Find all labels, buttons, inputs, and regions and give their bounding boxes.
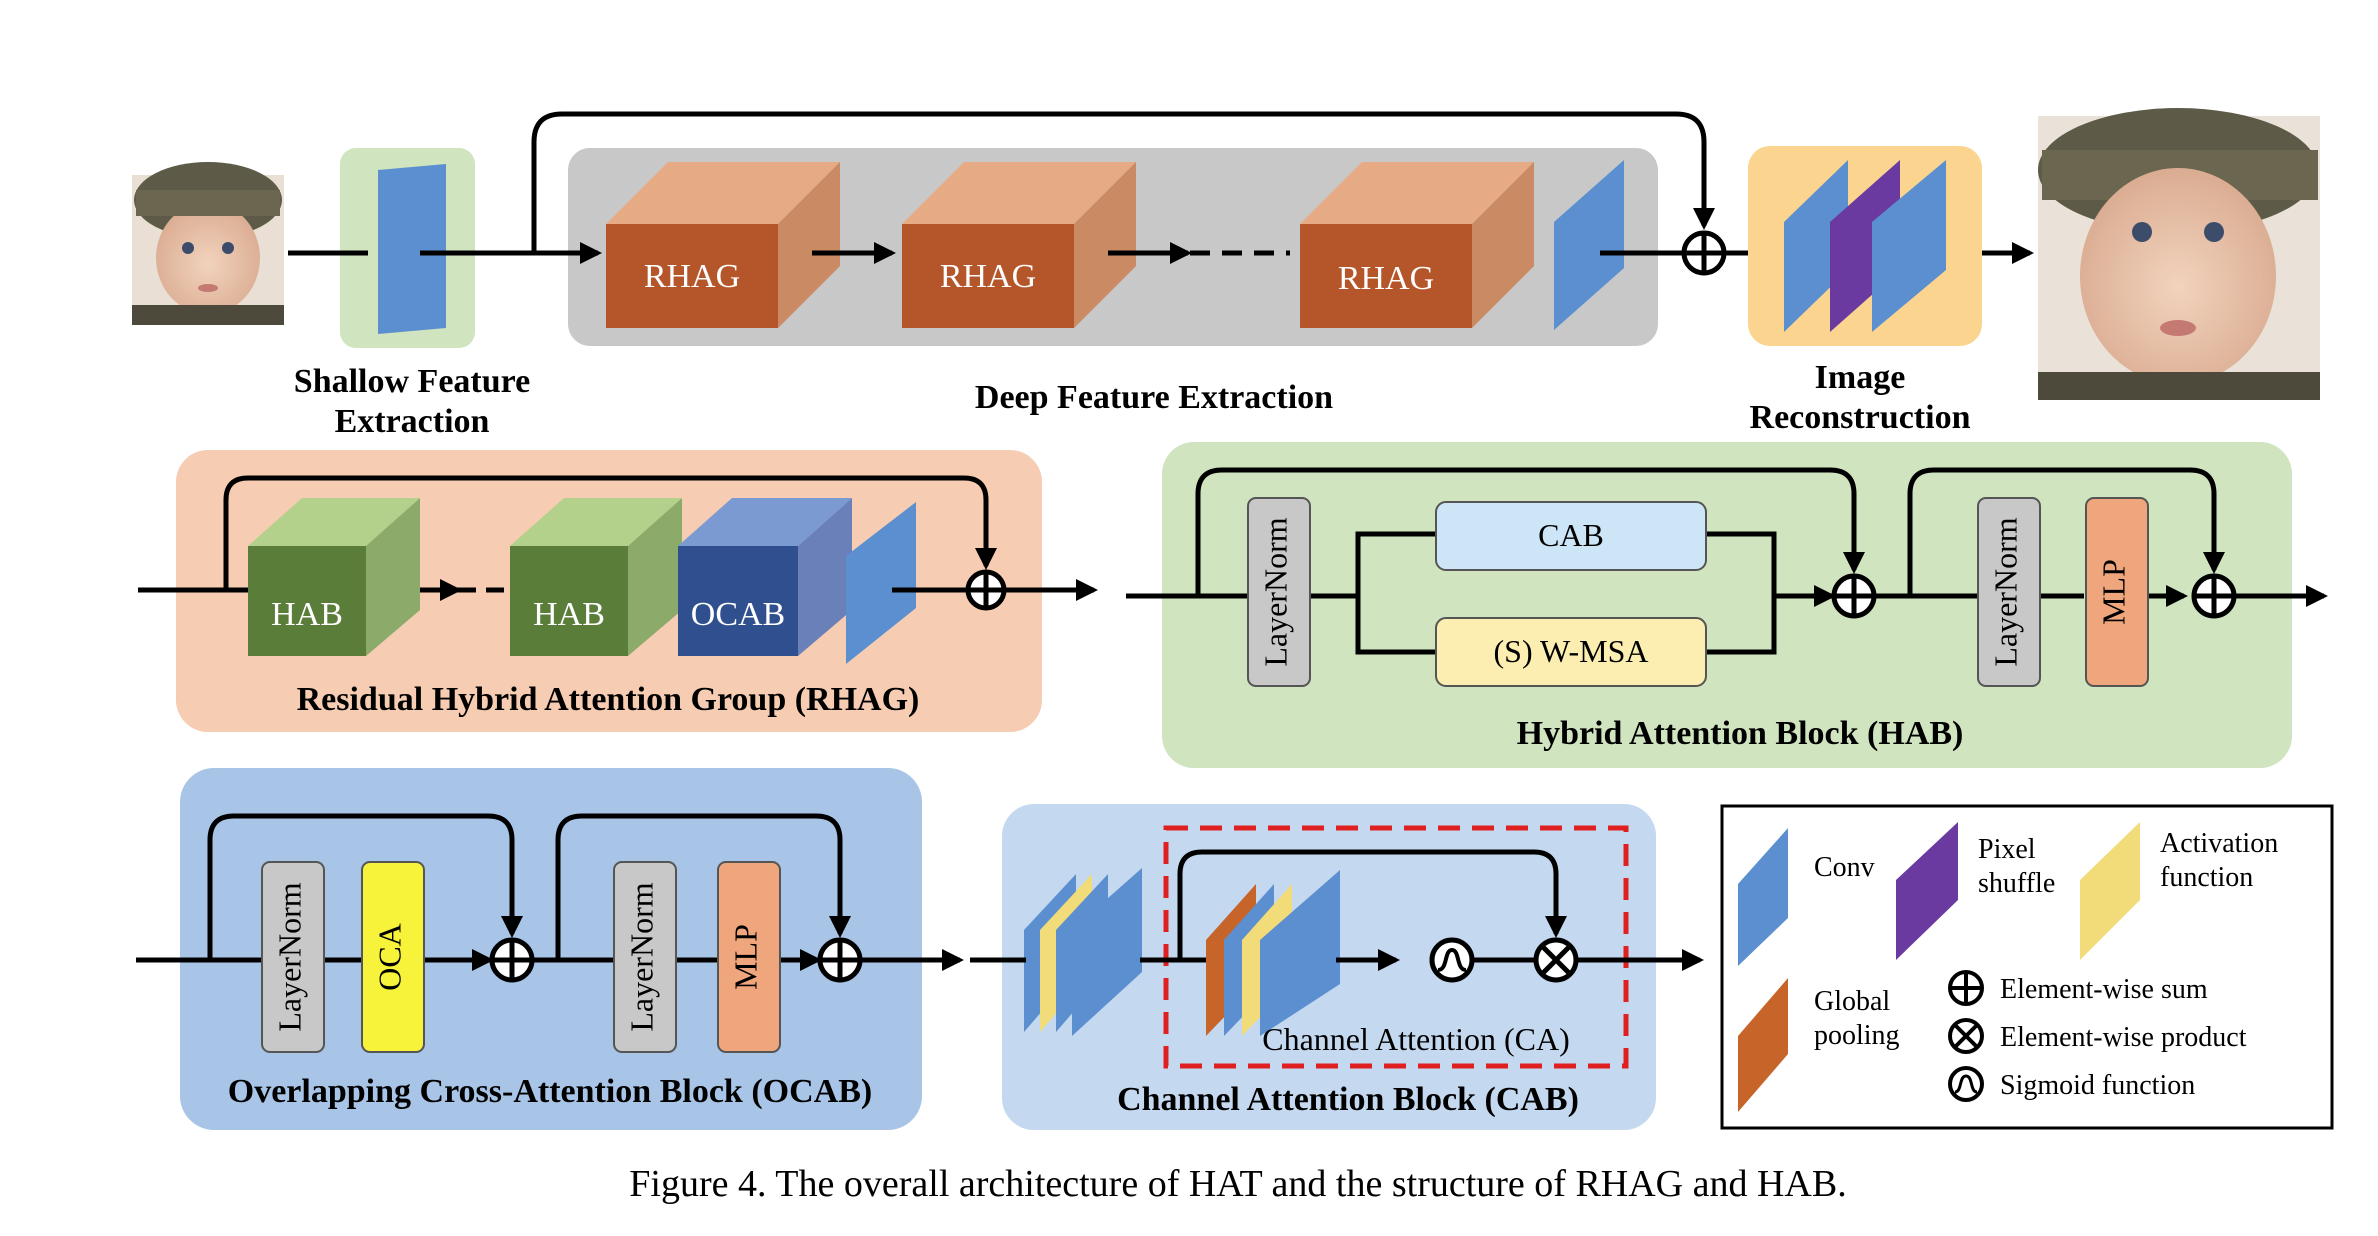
ocab-connections	[136, 813, 964, 983]
hab-wmsa-block	[1435, 617, 1707, 687]
legend-global-pooling-icon	[1738, 978, 1788, 1112]
rhag-conv	[846, 502, 916, 664]
rhag-cube: RHAG	[902, 162, 1136, 328]
shallow-conv	[378, 164, 446, 334]
hab-title: Hybrid Attention Block (HAB)	[1517, 715, 1964, 752]
ocab-layernorm-2	[613, 861, 677, 1053]
figure-caption: Figure 4. The overall architecture of HA…	[629, 1163, 1846, 1205]
legend-conv: Conv	[1814, 852, 1875, 883]
row1-connections	[288, 111, 2034, 276]
shallow-title-2: Extraction	[335, 403, 490, 440]
rhag-label: RHAG	[644, 258, 740, 295]
rhag-cube: RHAG	[606, 162, 840, 328]
hab-cab-label: CAB	[1538, 517, 1604, 553]
legend-act-2: function	[2160, 862, 2253, 893]
hab-layernorm-1	[1247, 497, 1311, 687]
legend-box	[1720, 804, 2334, 1130]
legend-pixel-1: Pixel	[1978, 834, 2036, 865]
legend-conv-icon	[1738, 828, 1788, 966]
ocab-layernorm-label: LayerNorm	[271, 882, 307, 1031]
sigmoid-icon	[1429, 937, 1475, 983]
ocab-layernorm-1	[261, 861, 325, 1053]
ca-label: Channel Attention (CA)	[1262, 1021, 1570, 1057]
rhag-cube: RHAG	[1300, 162, 1534, 328]
cab-connections	[970, 849, 1704, 983]
legend-pixel-2: shuffle	[1978, 868, 2055, 899]
hab-layernorm-label: LayerNorm	[1257, 517, 1293, 666]
legend-product-icon	[1948, 1018, 1984, 1054]
ocab-layernorm-label: LayerNorm	[623, 882, 659, 1031]
cab-layers-left	[1024, 868, 1142, 1036]
deep-title: Deep Feature Extraction	[975, 379, 1333, 416]
legend-pixel-shuffle-icon	[1896, 822, 1958, 960]
ocab-oca-block	[361, 861, 425, 1053]
ocab-cube: OCAB	[678, 498, 852, 656]
ocab-label: OCAB	[691, 596, 785, 633]
recon-layers	[1784, 160, 1946, 332]
rhag-label: RHAG	[940, 258, 1036, 295]
output-image	[2038, 108, 2320, 400]
legend-sigmoid: Sigmoid function	[2000, 1070, 2195, 1101]
hab-label: HAB	[533, 596, 605, 633]
ocab-oca-label: OCA	[371, 923, 407, 991]
cab-layers-right	[1206, 870, 1340, 1036]
legend-gp-1: Global	[1814, 986, 1890, 1017]
rhag-connections	[138, 475, 1098, 611]
legend-act-1: Activation	[2160, 828, 2278, 859]
hab-layernorm-label: LayerNorm	[1987, 517, 2023, 666]
legend-sigmoid-icon	[1948, 1066, 1984, 1102]
hab-wmsa-label: (S) W-MSA	[1494, 633, 1649, 669]
hab-cube: HAB	[510, 498, 682, 656]
hab-mlp-block	[2085, 497, 2149, 687]
hab-mlp-label: MLP	[2095, 559, 2131, 625]
rhag-title: Residual Hybrid Attention Group (RHAG)	[297, 681, 920, 718]
hab-cab-block	[1435, 501, 1707, 571]
legend-sum: Element-wise sum	[2000, 974, 2208, 1005]
input-image	[132, 162, 284, 325]
ocab-mlp-block	[717, 861, 781, 1053]
rhag-label: RHAG	[1338, 260, 1434, 297]
recon-title-2: Reconstruction	[1750, 399, 1971, 436]
hab-cube: HAB	[248, 498, 420, 656]
shallow-title-1: Shallow Feature	[294, 363, 530, 400]
legend-activation-icon	[2080, 822, 2140, 960]
cab-title: Channel Attention Block (CAB)	[1117, 1081, 1579, 1118]
hab-label: HAB	[271, 596, 343, 633]
legend-gp-2: pooling	[1814, 1020, 1900, 1051]
recon-title-1: Image	[1815, 359, 1906, 396]
ocab-mlp-label: MLP	[727, 924, 763, 990]
hab-layernorm-2	[1977, 497, 2041, 687]
legend-product: Element-wise product	[2000, 1022, 2247, 1053]
hab-connections	[1126, 467, 2328, 655]
deep-conv	[1554, 160, 1624, 330]
legend-sum-icon	[1948, 970, 1984, 1006]
ca-dashed-box	[1163, 825, 1629, 1069]
ocab-title: Overlapping Cross-Attention Block (OCAB)	[228, 1073, 872, 1110]
